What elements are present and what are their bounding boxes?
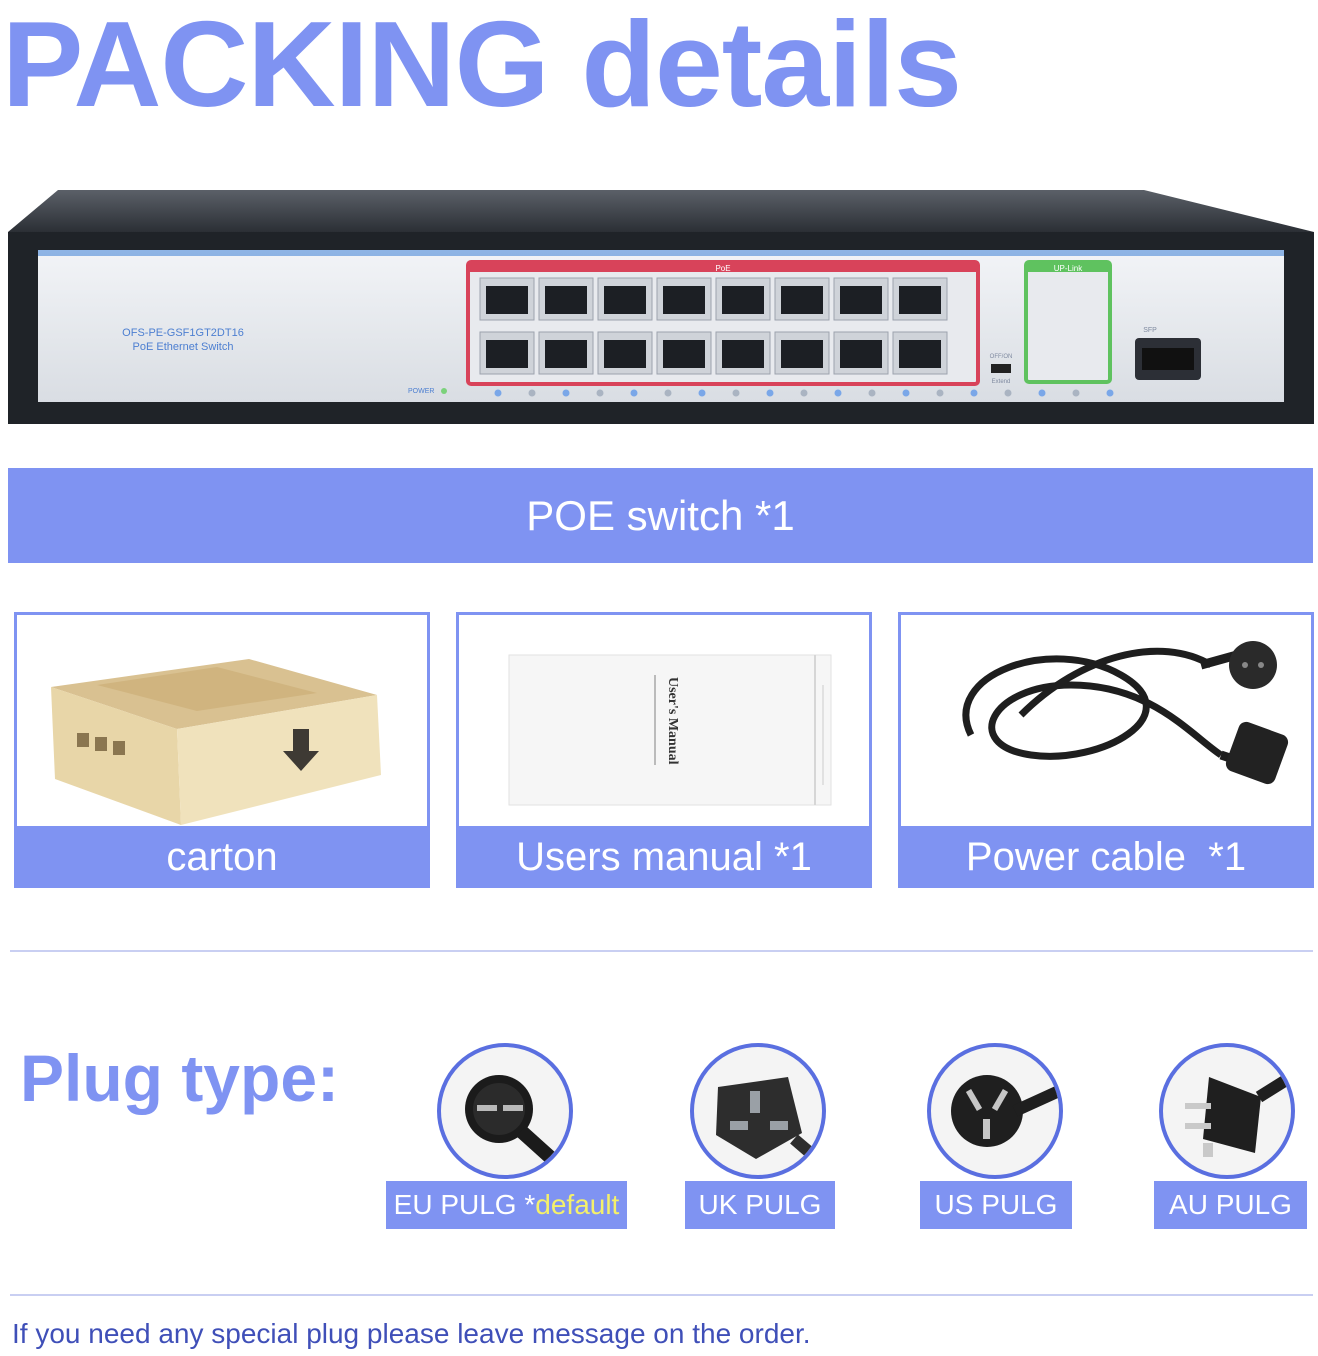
rj45-port <box>892 331 948 375</box>
au-plug-label: AU PULG <box>1154 1181 1307 1229</box>
carton-label: carton <box>14 826 430 888</box>
rj45-port <box>656 277 712 321</box>
switch-model-text: OFS-PE-GSF1GT2DT16 <box>122 327 244 339</box>
poe-label: PoE <box>715 264 730 273</box>
carton-box-icon <box>51 659 381 825</box>
port-led <box>834 389 842 397</box>
dip-switch-label: OFF/ON <box>990 354 1013 360</box>
eu-plug-icon <box>437 1043 573 1179</box>
rj45-port <box>774 277 830 321</box>
port-led <box>766 389 774 397</box>
switch-subtitle-text: PoE Ethernet Switch <box>133 341 234 353</box>
rj45-port <box>833 331 889 375</box>
port-led <box>800 389 808 397</box>
au-plug-icon <box>1159 1043 1295 1179</box>
page-title: PACKING details <box>2 0 962 132</box>
default-tag: default <box>535 1189 620 1220</box>
uk-plug-label: UK PULG <box>685 1181 835 1229</box>
poe-switch-banner: POE switch *1 <box>8 468 1313 563</box>
carton-panel: carton <box>14 612 430 888</box>
port-led <box>902 389 910 397</box>
us-plug-icon <box>927 1043 1063 1179</box>
sfp-label: SFP <box>1143 327 1157 334</box>
rj45-port <box>892 277 948 321</box>
uplink-label: UP-Link <box>1054 264 1083 273</box>
manual-title-text: User's Manual <box>665 677 680 765</box>
poe-switch-icon: OFS-PE-GSF1GT2DT16 PoE Ethernet Switch P… <box>8 190 1314 424</box>
rj45-port <box>715 277 771 321</box>
port-led <box>868 389 876 397</box>
rj45-port <box>597 277 653 321</box>
port-led <box>970 389 978 397</box>
port-led <box>664 389 672 397</box>
manual-panel: User's Manual Users manual *1 <box>456 612 872 888</box>
rj45-port <box>479 277 535 321</box>
port-led <box>562 389 570 397</box>
extend-label: Extend <box>992 379 1011 385</box>
cable-panel: Power cable *1 <box>898 612 1314 888</box>
port-led <box>1072 389 1080 397</box>
port-led <box>936 389 944 397</box>
rj45-port <box>597 331 653 375</box>
manual-label: Users manual *1 <box>456 826 872 888</box>
port-led <box>1038 389 1046 397</box>
port-led <box>698 389 706 397</box>
us-plug-label: US PULG <box>920 1181 1072 1229</box>
port-led <box>1106 389 1114 397</box>
rj45-port <box>479 331 535 375</box>
port-led <box>732 389 740 397</box>
eu-plug-text: EU PULG * <box>393 1189 536 1220</box>
port-led <box>630 389 638 397</box>
port-led <box>528 389 536 397</box>
rj45-port <box>833 277 889 321</box>
port-led <box>596 389 604 397</box>
poe-switch-image: OFS-PE-GSF1GT2DT16 PoE Ethernet Switch P… <box>8 188 1314 424</box>
rj45-port <box>774 331 830 375</box>
plug-type-heading: Plug type: <box>20 1041 340 1115</box>
footnote-text: If you need any special plug please leav… <box>12 1318 811 1349</box>
uk-plug-icon <box>690 1043 826 1179</box>
port-led-row <box>494 389 1114 397</box>
eu-plug-label: EU PULG *default <box>386 1181 627 1229</box>
power-led-label: POWER <box>408 388 434 395</box>
rj45-port <box>656 331 712 375</box>
manual-booklet-icon: User's Manual <box>508 654 832 806</box>
power-cable-icon <box>962 641 1289 785</box>
section-divider <box>10 950 1313 952</box>
port-led <box>494 389 502 397</box>
rj45-port <box>715 331 771 375</box>
rj45-port <box>538 331 594 375</box>
cable-label: Power cable *1 <box>898 826 1314 888</box>
rj45-port <box>538 277 594 321</box>
port-led <box>1004 389 1012 397</box>
section-divider <box>10 1294 1313 1296</box>
